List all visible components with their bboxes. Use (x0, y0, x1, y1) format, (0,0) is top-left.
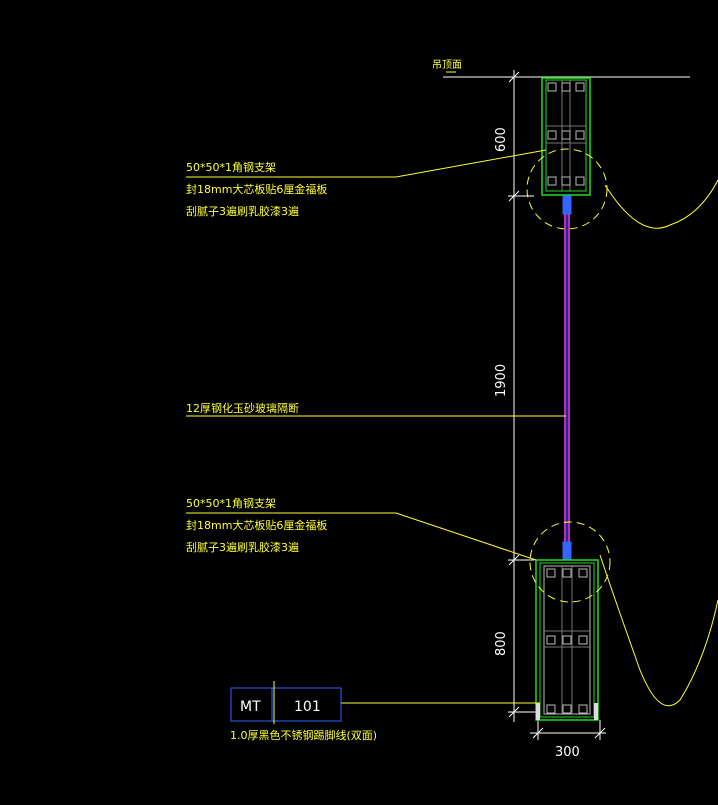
bottom-bracket-frame (535, 559, 599, 721)
ceiling-label: 吊顶面 (432, 59, 462, 71)
ceiling-line (443, 71, 690, 78)
top-break-curve (604, 179, 718, 229)
material-tag-code: MT (240, 699, 261, 715)
glass-label: 12厚钢化玉砂玻璃隔断 (186, 401, 299, 415)
bottom-bracket-line3: 刮腻子3遍刷乳胶漆3遍 (186, 540, 299, 554)
dimension-bottom: 800 (494, 631, 509, 656)
width-dimension-line (530, 720, 606, 740)
bottom-bracket-line1: 50*50*1角钢支架 (186, 497, 276, 510)
dimension-middle: 1900 (494, 364, 509, 397)
glass-panel (562, 195, 572, 561)
bottom-bracket-line2: 封18mm大芯板贴6厘金福板 (186, 518, 327, 532)
top-bracket-frame (541, 77, 591, 196)
dimension-top: 600 (494, 127, 509, 152)
top-bracket-line2: 封18mm大芯板贴6厘金福板 (186, 182, 327, 196)
material-tag-number: 101 (294, 699, 321, 715)
top-bracket-line1: 50*50*1角钢支架 (186, 161, 276, 174)
material-tag-description: 1.0厚黑色不锈钢踢脚线(双面) (230, 728, 377, 742)
top-bracket-line3: 刮腻子3遍刷乳胶漆3遍 (186, 204, 299, 218)
top-detail-circle (526, 148, 608, 230)
bottom-detail-circle (529, 521, 611, 603)
dimension-width: 300 (555, 745, 580, 760)
vertical-dimension-line (508, 70, 536, 722)
bottom-break-curve (599, 554, 718, 707)
material-tag (230, 681, 342, 724)
leader-lines (186, 149, 566, 704)
